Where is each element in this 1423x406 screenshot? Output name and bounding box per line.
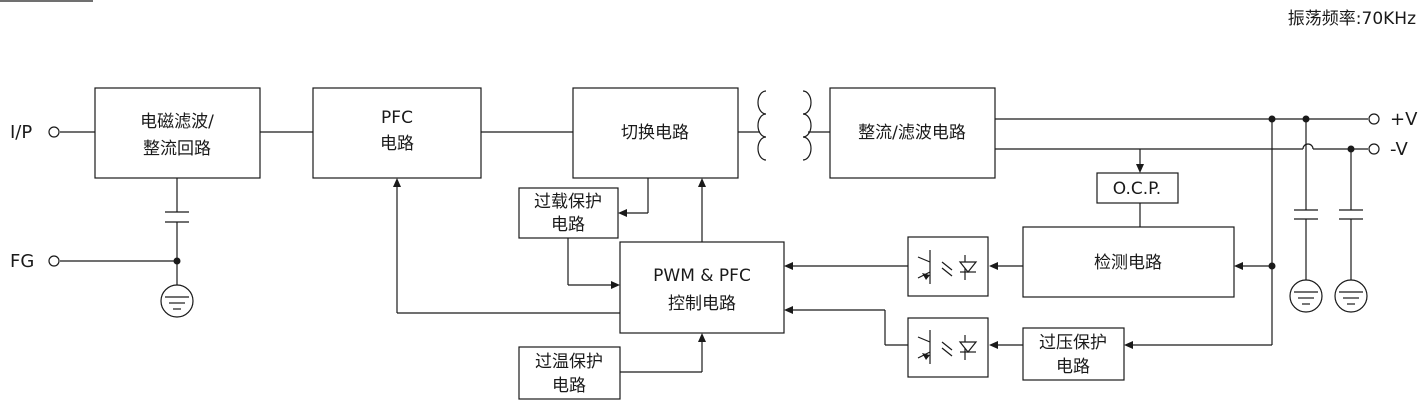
overload-protection-block: 过载保护 电路 (518, 187, 619, 239)
rectifier-filter-block: 整流/滤波电路 (829, 87, 996, 179)
terminal-neg-label: -V (1390, 139, 1408, 160)
capacitor-icon (165, 211, 189, 223)
overtemp-protection-block: 过温保护 电路 (518, 346, 621, 400)
optocoupler-icon (907, 236, 989, 297)
oscillation-frequency: 振荡频率:70KHz (1288, 9, 1416, 29)
arrowheads (393, 164, 1243, 349)
switching-label: 切换电路 (621, 123, 689, 143)
rectifier-filter-label: 整流/滤波电路 (858, 123, 966, 143)
terminal-pos: +V (1368, 109, 1418, 130)
overvoltage-protection-block: 过压保护 电路 (1022, 327, 1125, 381)
ground-icon (160, 284, 194, 318)
terminal-input-label: I/P (10, 122, 32, 143)
terminal-ground-label: FG (10, 251, 34, 272)
ground-icon (1289, 279, 1323, 313)
junction-dots (173, 115, 1355, 270)
terminal-input: I/P (10, 122, 60, 143)
controller-line2: 控制电路 (668, 294, 736, 314)
detection-block: 检测电路 (1022, 226, 1235, 298)
terminal-neg: -V (1368, 139, 1408, 160)
wiring (60, 118, 1368, 373)
terminal-ground: FG (10, 251, 60, 272)
overvoltage-line1: 过压保护 (1039, 333, 1107, 353)
ground-icon (1334, 279, 1368, 313)
switching-block: 切换电路 (572, 87, 739, 179)
overload-line1: 过载保护 (534, 192, 602, 212)
pfc-block: PFC 电路 (312, 87, 482, 179)
ocp-label: O.C.P. (1113, 179, 1161, 199)
emi-filter-line1: 电磁滤波/ (140, 112, 214, 132)
terminal-pos-label: +V (1390, 109, 1418, 130)
overvoltage-line2: 电路 (1056, 357, 1090, 377)
ocp-block: O.C.P. (1096, 172, 1179, 204)
overload-line2: 电路 (551, 215, 585, 235)
emi-filter-block: 电磁滤波/ 整流回路 (94, 87, 261, 179)
emi-filter-line2: 整流回路 (143, 139, 211, 159)
detection-label: 检测电路 (1094, 253, 1162, 273)
controller-line1: PWM & PFC (653, 266, 751, 286)
pfc-line2: 电路 (380, 134, 414, 154)
overtemp-line1: 过温保护 (535, 352, 603, 372)
capacitor-icon (1339, 209, 1363, 220)
overtemp-line2: 电路 (552, 376, 586, 396)
pfc-line1: PFC (381, 108, 413, 128)
transformer-icon (757, 90, 812, 161)
pwm-pfc-controller-block: PWM & PFC 控制电路 (619, 241, 785, 334)
capacitor-icon (1294, 209, 1318, 220)
optocoupler-icon (907, 317, 989, 378)
